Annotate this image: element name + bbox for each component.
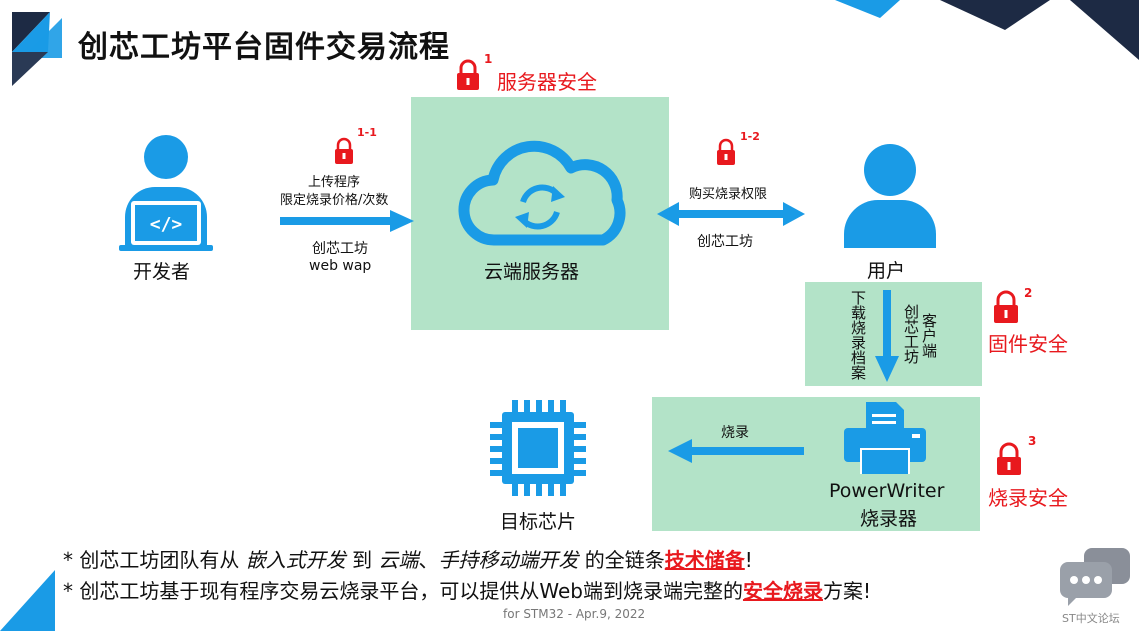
printer-icon bbox=[844, 402, 926, 474]
corner-decoration-top-right bbox=[835, 0, 1139, 60]
purchase-lock-number: 1-2 bbox=[740, 130, 760, 143]
purchase-label: 购买烧录权限 bbox=[689, 187, 768, 202]
upload-lock-number: 1-1 bbox=[357, 126, 377, 139]
upload-line2: 限定烧录价格/次数 bbox=[280, 193, 389, 208]
firmware-security-number: 2 bbox=[1024, 286, 1033, 300]
download-right-text: 客户端 bbox=[920, 313, 938, 358]
note1-suffix: ! bbox=[744, 548, 753, 572]
note1-mid3: 的全链条 bbox=[578, 548, 665, 572]
user-label: 用户 bbox=[867, 260, 906, 282]
note1-italic3: 手持移动端开发 bbox=[438, 548, 579, 572]
note1-mid1: 到 bbox=[345, 548, 379, 572]
corner-decoration-bottom-left bbox=[0, 570, 55, 631]
chip-icon bbox=[490, 400, 586, 496]
writer-line1: PowerWriter bbox=[829, 480, 945, 502]
lock-icon-burning bbox=[997, 442, 1021, 475]
download-mid-text: 创芯工坊 bbox=[902, 304, 920, 364]
writer-box bbox=[652, 397, 980, 531]
page-title: 创芯工坊平台固件交易流程 bbox=[78, 30, 450, 65]
chat-bubble-icon bbox=[1060, 548, 1130, 606]
cloud-icon bbox=[458, 140, 626, 246]
burn-arrow-label: 烧录 bbox=[721, 425, 749, 441]
purchase-arrow bbox=[657, 202, 805, 226]
upload-line3: 创芯工坊 bbox=[312, 241, 368, 257]
lock-icon-upload bbox=[335, 137, 353, 164]
note1-highlight: 技术储备 bbox=[664, 548, 745, 572]
corner-logo-top-left bbox=[12, 12, 62, 86]
server-security-label: 服务器安全 bbox=[497, 70, 597, 94]
note2-highlight: 安全烧录 bbox=[742, 579, 823, 603]
upload-line1: 上传程序 bbox=[308, 175, 361, 190]
lock-icon-firmware bbox=[994, 290, 1018, 323]
note1-prefix: * 创芯工坊团队有从 bbox=[63, 548, 246, 572]
burning-security-number: 3 bbox=[1028, 434, 1037, 448]
download-left-text: 下载烧录档案 bbox=[849, 290, 867, 380]
note-line-1: * 创芯工坊团队有从 嵌入式开发 到 云端、手持移动端开发 的全链条技术储备! bbox=[63, 544, 753, 573]
server-security-number: 1 bbox=[484, 52, 493, 66]
note2-suffix: 方案! bbox=[822, 579, 871, 603]
lock-icon-server bbox=[457, 59, 479, 90]
writer-line2: 烧录器 bbox=[860, 508, 918, 530]
cloud-server-box bbox=[411, 97, 669, 330]
developer-label: 开发者 bbox=[133, 261, 191, 283]
forum-logo-text: ST中文论坛 bbox=[1062, 612, 1120, 625]
purchase-sub: 创芯工坊 bbox=[697, 234, 753, 250]
burn-arrow bbox=[668, 439, 804, 463]
note-line-2: * 创芯工坊基于现有程序交易云烧录平台，可以提供从Web端到烧录端完整的安全烧录… bbox=[63, 575, 871, 604]
upload-arrow bbox=[280, 210, 414, 232]
note2-prefix: * 创芯工坊基于现有程序交易云烧录平台，可以提供从Web端到烧录端完整的 bbox=[63, 579, 743, 603]
note1-italic1: 嵌入式开发 bbox=[245, 548, 346, 572]
note1-italic2: 云端 bbox=[378, 548, 419, 572]
user-icon bbox=[844, 144, 936, 248]
upload-line4: web wap bbox=[309, 258, 372, 274]
download-box bbox=[805, 282, 982, 386]
download-arrow bbox=[875, 290, 899, 382]
svg-text:</>: </> bbox=[150, 214, 183, 235]
footer-text: for STM32 - Apr.9, 2022 bbox=[503, 607, 646, 621]
chip-label: 目标芯片 bbox=[500, 511, 577, 533]
burning-security-label: 烧录安全 bbox=[988, 486, 1068, 510]
developer-icon: </> bbox=[119, 135, 213, 251]
note1-mid2: 、 bbox=[418, 548, 439, 572]
firmware-security-label: 固件安全 bbox=[988, 332, 1068, 356]
cloud-server-label: 云端服务器 bbox=[484, 261, 580, 283]
lock-icon-purchase bbox=[717, 138, 735, 165]
